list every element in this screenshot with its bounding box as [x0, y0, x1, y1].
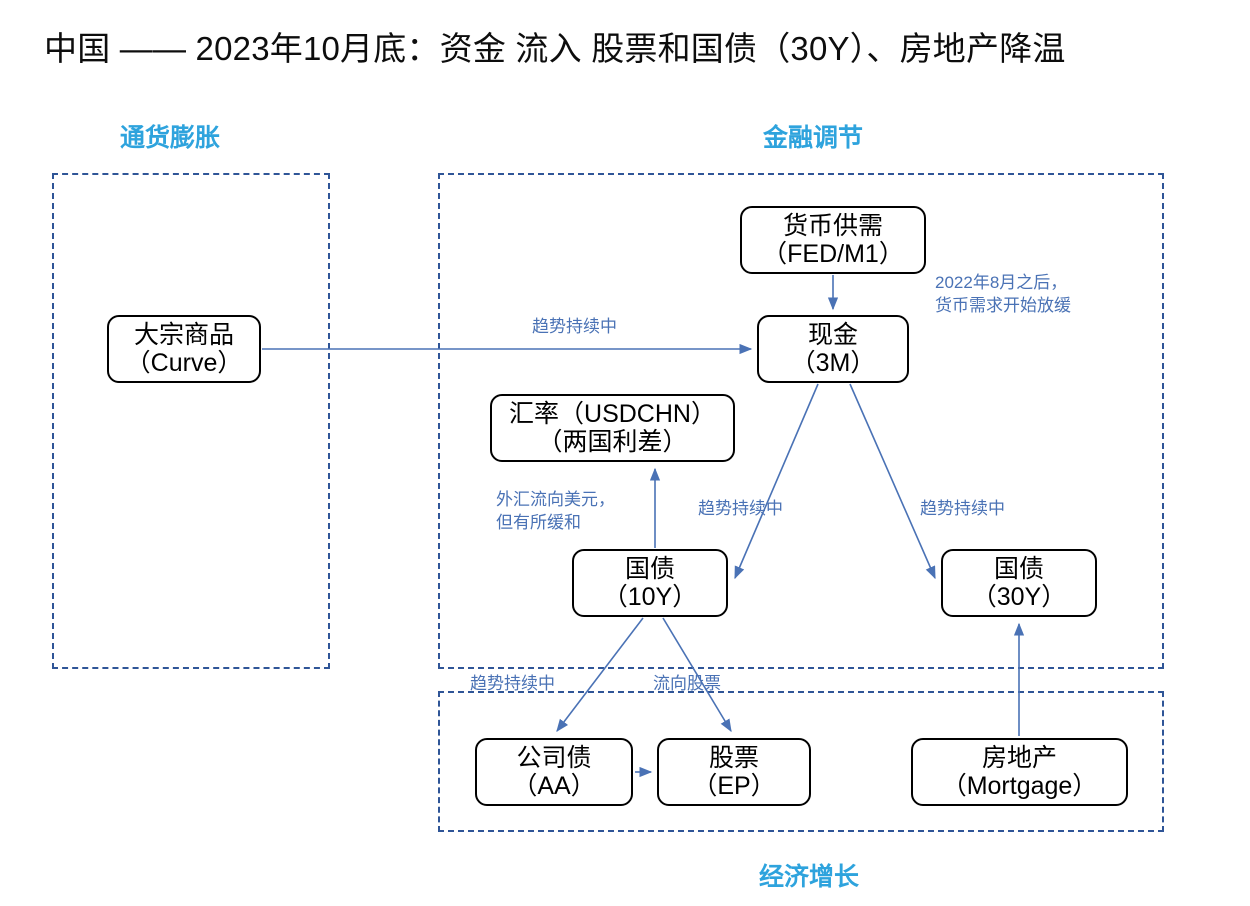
edge-label-money-note: 2022年8月之后， 货币需求开始放缓 — [935, 272, 1071, 318]
node-corporate-bond-line2: （AA） — [512, 772, 596, 800]
node-fx-rate[interactable]: 汇率（USDCHN） （两国利差） — [490, 394, 735, 462]
zone-box-growth — [438, 691, 1164, 832]
zone-label-inflation: 通货膨胀 — [120, 124, 221, 152]
node-money-supply-line2: （FED/M1） — [762, 240, 904, 268]
node-bond-30y-line1: 国债 — [993, 555, 1044, 583]
edge-label-fx-note-line1: 外汇流向美元， — [496, 490, 615, 509]
node-real-estate-line2: （Mortgage） — [941, 772, 1098, 800]
edge-label-bond10-to-corporate: 趋势持续中 — [470, 674, 555, 693]
edge-label-fx-note-line2: 但有所缓和 — [496, 512, 581, 532]
node-equity-line2: （EP） — [692, 772, 776, 800]
node-bond-30y[interactable]: 国债 （30Y） — [941, 549, 1097, 617]
zone-box-monetary — [438, 173, 1164, 669]
edge-label-commodity-to-cash: 趋势持续中 — [532, 317, 617, 336]
node-equity-line1: 股票 — [708, 744, 759, 772]
node-corporate-bond-line1: 公司债 — [516, 744, 592, 772]
node-cash-line1: 现金 — [807, 321, 858, 349]
node-commodity[interactable]: 大宗商品 （Curve） — [107, 315, 261, 383]
node-equity[interactable]: 股票 （EP） — [657, 738, 811, 806]
node-cash-line2: （3M） — [790, 349, 876, 377]
node-money-supply-line1: 货币供需 — [782, 212, 883, 240]
page-title: 中国 —— 2023年10月底：资金 流入 股票和国债（30Y）、房地产降温 — [44, 30, 1066, 67]
node-corporate-bond[interactable]: 公司债 （AA） — [475, 738, 633, 806]
node-fx-rate-line1: 汇率（USDCHN） — [509, 400, 716, 428]
node-commodity-line1: 大宗商品 — [133, 321, 234, 349]
node-bond-10y-line1: 国债 — [624, 555, 675, 583]
node-real-estate[interactable]: 房地产 （Mortgage） — [911, 738, 1128, 806]
edge-label-money-note-line2: 货币需求开始放缓 — [935, 295, 1071, 315]
node-bond-30y-line2: （30Y） — [971, 583, 1067, 611]
node-fx-rate-line2: （两国利差） — [537, 428, 688, 456]
edge-label-cash-to-bond30: 趋势持续中 — [920, 499, 1005, 518]
edge-label-fx-note: 外汇流向美元， 但有所缓和 — [496, 489, 615, 535]
node-bond-10y-line2: （10Y） — [602, 583, 698, 611]
edge-label-cash-to-bond10: 趋势持续中 — [698, 499, 783, 518]
edge-label-bond10-to-equity: 流向股票 — [653, 674, 721, 693]
node-money-supply[interactable]: 货币供需 （FED/M1） — [740, 206, 926, 274]
zone-label-monetary: 金融调节 — [763, 124, 864, 152]
node-commodity-line2: （Curve） — [125, 349, 243, 377]
node-real-estate-line1: 房地产 — [981, 744, 1057, 772]
zone-box-inflation — [52, 173, 330, 669]
edge-label-money-note-line1: 2022年8月之后， — [935, 273, 1068, 292]
node-cash[interactable]: 现金 （3M） — [757, 315, 909, 383]
node-bond-10y[interactable]: 国债 （10Y） — [572, 549, 728, 617]
zone-label-growth: 经济增长 — [759, 863, 860, 891]
